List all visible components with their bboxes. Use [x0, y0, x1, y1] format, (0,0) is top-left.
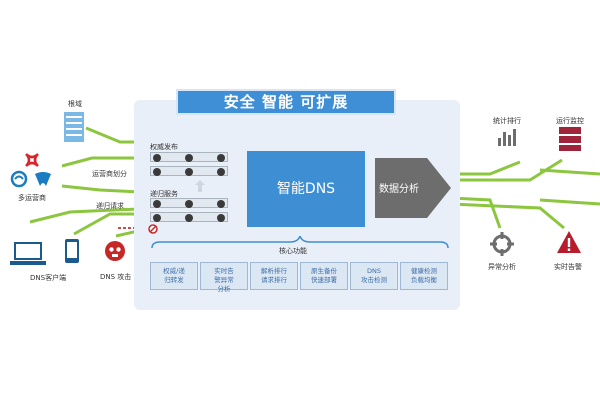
core-box-attack-detect: DNS 攻击检测 — [350, 262, 398, 290]
line-client-to-recursive — [29, 206, 161, 224]
carrier-division-label: 运营商划分 — [92, 170, 127, 178]
rail-knob — [153, 200, 161, 208]
authority-publish-label: 权威发布 — [150, 143, 178, 151]
root-server-icon — [64, 112, 84, 142]
core-box-text: 健康检测 负载均衡 — [411, 267, 437, 284]
rail-knob — [153, 168, 161, 176]
authority-rail-bottom — [150, 166, 228, 176]
line-to-alert — [450, 202, 565, 230]
crosshair-icon — [490, 232, 514, 256]
core-box-text: 原生备份 快速部署 — [311, 267, 337, 284]
laptop-icon — [10, 242, 46, 265]
recursive-rail-top — [150, 198, 228, 208]
up-arrow-icon — [195, 180, 205, 192]
unicom-logo-icon — [25, 153, 39, 167]
core-box-text: DNS 攻击检测 — [361, 267, 387, 284]
rail-knob — [185, 214, 193, 222]
phone-icon — [65, 239, 79, 263]
rail-knob — [153, 214, 161, 222]
rail-knob — [217, 214, 225, 222]
core-box-text: 实时告 警异常 分析 — [214, 267, 234, 293]
rail-knob — [185, 168, 193, 176]
core-box-text: 权威/递 归转发 — [163, 267, 185, 284]
core-box-health-check: 健康检测 负载均衡 — [400, 262, 448, 290]
rail-knob — [153, 154, 161, 162]
stats-ranking-label: 统计排行 — [493, 117, 521, 125]
ops-monitor-label: 运行监控 — [556, 117, 584, 125]
data-analysis-arrow: 数据分析 — [375, 158, 451, 218]
authority-rail-top — [150, 152, 228, 162]
anomaly-analysis-label: 异常分析 — [488, 263, 516, 271]
data-analysis-label: 数据分析 — [379, 184, 419, 195]
line-right-edge-2 — [539, 198, 600, 206]
rail-knob — [217, 200, 225, 208]
core-box-forwarding: 权威/递 归转发 — [150, 262, 198, 290]
bar-chart-icon — [498, 129, 516, 146]
banner-title: 安全 智能 可扩展 — [176, 89, 396, 115]
line-right-edge-1 — [539, 168, 600, 176]
telecom-logo-icon — [35, 172, 51, 186]
core-box-ranking: 解析排行 请求排行 — [250, 262, 298, 290]
core-functions-label: 核心功能 — [279, 247, 307, 255]
core-box-text: 解析排行 请求排行 — [261, 267, 287, 284]
dns-client-label: DNS客户端 — [30, 274, 67, 282]
recursive-rail-bottom — [150, 212, 228, 222]
rail-knob — [185, 200, 193, 208]
multi-carrier-label: 多运营商 — [18, 194, 46, 202]
arrow-shape — [375, 158, 451, 218]
rail-knob — [185, 154, 193, 162]
line-to-stats — [451, 160, 521, 176]
recursive-request-label: 递归请求 — [96, 202, 124, 210]
line-to-anomaly — [450, 196, 502, 229]
mobile-logo-icon — [10, 170, 28, 188]
warning-icon — [557, 231, 581, 253]
realtime-alert-label: 实时告警 — [554, 263, 582, 271]
rail-knob — [217, 168, 225, 176]
recursive-service-label: 递归服务 — [150, 190, 178, 198]
blocked-icon — [148, 224, 158, 234]
core-box-backup: 原生备份 快速部署 — [300, 262, 348, 290]
intelligent-dns-core: 智能DNS — [247, 151, 365, 227]
line-to-ops — [451, 158, 563, 182]
root-label: 根域 — [68, 100, 82, 108]
rail-knob — [217, 154, 225, 162]
core-box-alert-analysis: 实时告 警异常 分析 — [200, 262, 248, 293]
dns-attack-label: DNS 攻击 — [100, 273, 132, 281]
server-rack-icon — [559, 127, 581, 151]
core-functions-bracket — [151, 236, 449, 249]
skull-icon — [105, 241, 125, 261]
